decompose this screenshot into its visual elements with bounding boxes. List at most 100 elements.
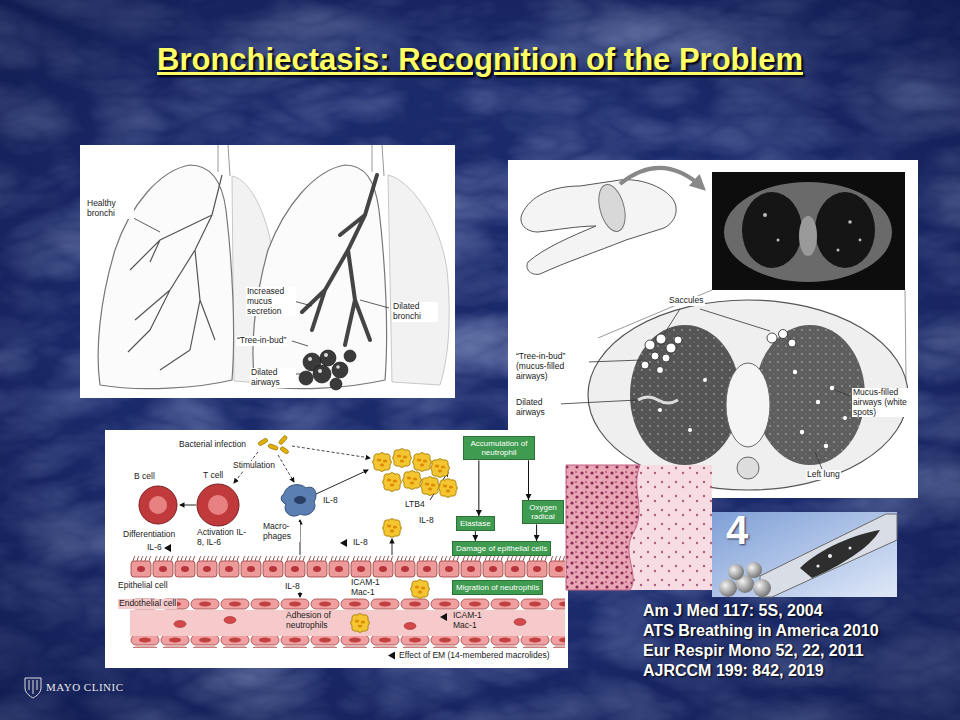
inflammation-pathway	[431, 459, 450, 478]
illustration-label: IL-8	[284, 582, 301, 592]
pathway-arrow	[180, 505, 196, 506]
figure-number: 4	[726, 510, 748, 550]
lung-illustration	[80, 145, 455, 398]
inflammation-pathway	[411, 580, 430, 599]
mucus-spot	[688, 428, 692, 432]
bacteria	[268, 443, 279, 450]
inflammation-pathway	[351, 614, 370, 633]
ct-illustration	[742, 192, 802, 268]
illustration-label: Bacterial infection	[178, 440, 247, 450]
inflammation-pathway	[403, 471, 422, 490]
illustration-label: Mucus-filled airways (white spots)	[852, 388, 916, 417]
lung-illustration	[372, 145, 384, 176]
saccule	[788, 339, 796, 347]
lung-illustration	[302, 175, 377, 345]
vessel-label: Adhesion of neutrophils	[285, 611, 335, 631]
inflammation-pathway	[383, 519, 402, 538]
saccule	[656, 334, 666, 344]
lung-illustration	[318, 369, 322, 373]
projection-line	[905, 290, 906, 380]
ct-illustration	[777, 239, 780, 242]
airway-thumbnail	[800, 530, 880, 578]
pathway-arrow	[392, 539, 393, 555]
illustration-label: Dilated bronchi	[392, 302, 438, 322]
ct-illustration	[763, 213, 861, 252]
logo-shield	[29, 680, 37, 694]
lung-illustration	[299, 350, 356, 390]
ct-illustration	[630, 325, 740, 465]
process-box: Elastase	[456, 516, 495, 531]
stimulation-line	[292, 446, 370, 458]
ct-illustration	[859, 239, 862, 242]
ct-illustration	[726, 363, 770, 447]
mucus-spot	[824, 444, 828, 448]
red-blood-cell	[174, 621, 186, 628]
airway-thumbnail	[760, 514, 897, 597]
ct-illustration	[755, 325, 865, 465]
saccule	[767, 333, 777, 343]
illustration-label: Activation IL-8, IL-6	[196, 528, 254, 548]
bacteria	[258, 435, 290, 455]
illustration-label: IL-8	[322, 496, 339, 506]
inflammation-pathway	[105, 430, 568, 668]
leader-line	[558, 309, 850, 469]
box-text: Accumulation of neutrophil	[467, 439, 531, 457]
mucus-spot	[843, 416, 847, 420]
saccule	[666, 343, 676, 353]
inflammation-pathway	[383, 473, 402, 492]
leader-line	[292, 341, 308, 346]
saccule	[662, 354, 670, 362]
stimulation-line	[278, 455, 294, 482]
vessel-label: Endothelial cell	[118, 599, 177, 609]
macrolide-marker	[340, 539, 347, 547]
histology-image	[566, 465, 712, 590]
illustration-label: IL-8	[352, 538, 369, 548]
macrolide-marker	[164, 529, 447, 621]
ct-illustration	[737, 457, 759, 479]
reference-citation: Am J Med 117: 5S, 2004	[643, 602, 823, 620]
bacteria	[278, 435, 287, 445]
inflammation-pathway	[393, 449, 412, 468]
lung-illustration	[330, 378, 342, 390]
flow-arrow	[528, 460, 529, 500]
saccule	[651, 352, 659, 360]
pathway-arrow	[316, 470, 368, 494]
airway-thumbnail	[816, 564, 819, 567]
lung-illustration	[308, 357, 312, 361]
inflammation-pathway	[294, 496, 306, 504]
leader-line	[558, 400, 638, 404]
red-blood-cell	[514, 619, 526, 626]
lung-illustration	[299, 371, 313, 385]
inflammation-pathway	[130, 610, 565, 636]
ct-illustration	[521, 180, 676, 275]
legend-symbol	[388, 652, 395, 660]
illustration-label: “Tree-in-bud”	[236, 336, 287, 346]
inflammation-pathway	[149, 496, 167, 514]
lung-illustration	[253, 165, 387, 389]
inflammation-pathway	[413, 453, 432, 472]
flow-arrow	[478, 460, 479, 516]
saccule	[641, 361, 649, 369]
illustration-label: Saccules	[668, 296, 705, 306]
reference-citation: Eur Respir Mono 52, 22, 2011	[643, 642, 864, 660]
red-blood-cell	[404, 623, 416, 630]
ct-illustration	[508, 160, 918, 498]
inflammation-pathway	[281, 485, 316, 516]
logo-shield	[25, 678, 41, 698]
lung-illustration	[80, 145, 455, 398]
legend-entry: Effect of EM (14-membered macrolides)	[386, 651, 551, 661]
lung-illustration	[332, 362, 348, 378]
inflammation-pathway	[208, 495, 228, 515]
vessel-label: ICAM-1 Mac-1	[452, 611, 490, 631]
lung-illustration	[324, 353, 328, 357]
inflammation-pathway	[105, 430, 568, 668]
inflammation-pathway	[130, 598, 565, 610]
leader-line	[360, 300, 389, 308]
bacteria	[258, 438, 269, 446]
histology-image	[566, 465, 712, 590]
lung-illustration	[308, 353, 340, 373]
illustration-label: Macro- phages	[262, 522, 300, 542]
red-blood-cell	[224, 617, 236, 624]
